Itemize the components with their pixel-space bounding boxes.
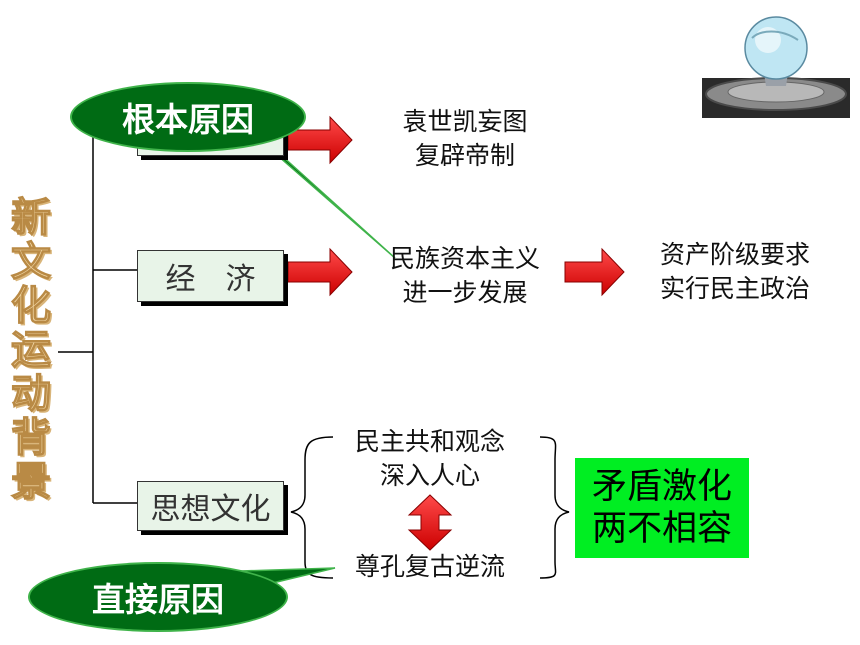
text-line: 复辟帝制 — [414, 141, 515, 170]
double-arrow-conflict — [407, 494, 453, 551]
direct-cause-callout: 直接原因 — [28, 562, 288, 632]
text-line: 民主共和观念 — [354, 427, 505, 456]
arrow-politics — [287, 115, 353, 165]
title-char: 运 — [10, 326, 51, 373]
national-capitalism-text: 民族资本主义 进一步发展 — [370, 242, 560, 310]
title-char: 景 — [10, 458, 51, 505]
title-char: 新 — [10, 194, 51, 241]
tree-lines — [58, 129, 137, 504]
confucius-revival-text: 尊孔复古逆流 — [354, 552, 505, 581]
text-line: 资产阶级要求 — [659, 240, 810, 269]
yuan-restoration-text: 袁世凯妄图 复辟帝制 — [380, 105, 550, 173]
title-char: 动 — [10, 370, 51, 417]
right-brace — [539, 436, 570, 579]
title-char: 文 — [10, 238, 51, 285]
left-brace — [290, 436, 334, 579]
democracy-idea-text: 民主共和观念 深入人心 — [340, 425, 520, 493]
globe-logo — [702, 16, 850, 118]
arrow-economy — [287, 247, 353, 297]
arrow-capital-to-demand — [564, 247, 625, 297]
economy-box: 经 济 — [137, 250, 284, 302]
text-line: 袁世凯妄图 — [402, 107, 528, 136]
conflict-line: 两不相容 — [591, 509, 732, 549]
text-line: 民族资本主义 — [389, 244, 540, 273]
culture-box: 思想文化 — [137, 481, 284, 531]
text-line: 深入人心 — [379, 461, 480, 490]
text-line: 实行民主政治 — [659, 274, 810, 303]
conflict-box: 矛盾激化 两不相容 — [575, 458, 749, 558]
title-char: 背 — [10, 414, 51, 461]
title-char: 化 — [10, 282, 51, 329]
vertical-title: 新 文 化 运 动 背 景 — [6, 194, 56, 505]
root-cause-callout: 根本原因 — [70, 82, 306, 152]
text-line: 进一步发展 — [402, 278, 528, 307]
bourgeois-demand-text: 资产阶级要求 实行民主政治 — [640, 238, 830, 306]
conflict-line: 矛盾激化 — [591, 467, 732, 507]
